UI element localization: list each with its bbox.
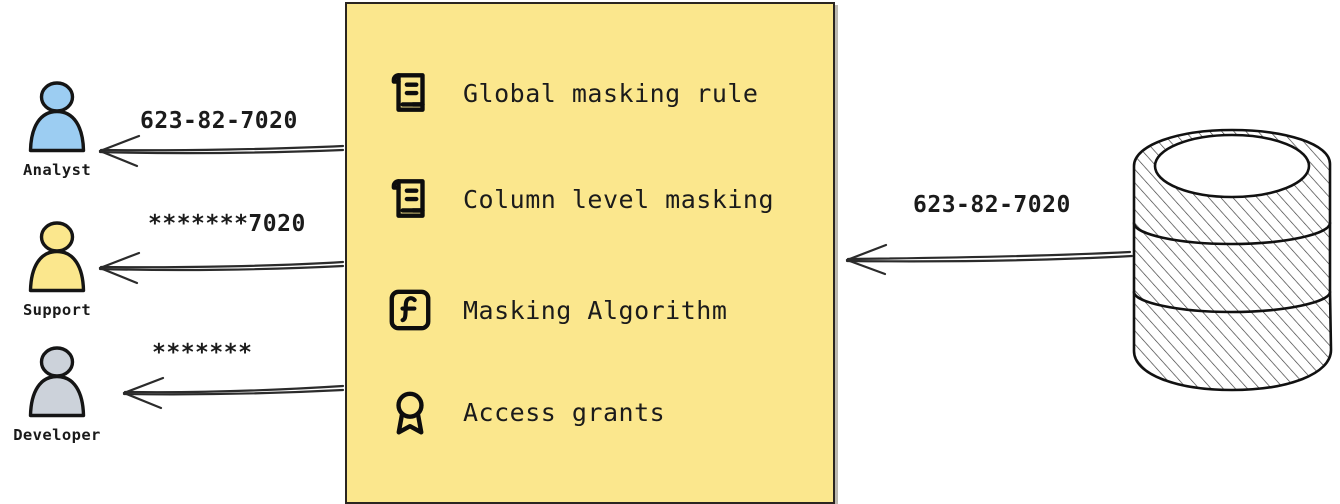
person-icon (19, 343, 95, 425)
arrow-label-developer: ******* (152, 340, 253, 366)
policy-row-masking-algorithm[interactable]: Masking Algorithm (383, 283, 727, 337)
arrow-label-database: 623-82-7020 (913, 192, 1071, 218)
person-icon (19, 78, 95, 160)
policy-row-global-masking-rule[interactable]: Global masking rule (383, 66, 758, 120)
policy-row-label: Column level masking (463, 184, 775, 214)
arrow-db-to-panel (845, 243, 1134, 276)
policy-row-label: Masking Algorithm (463, 295, 728, 325)
arrow-panel-to-developer (122, 376, 345, 410)
award-icon (383, 385, 437, 439)
actor-analyst[interactable]: Analyst (2, 78, 112, 179)
actor-label: Support (22, 301, 92, 319)
arrow-label-analyst: 623-82-7020 (140, 108, 298, 134)
function-icon (383, 283, 437, 337)
database-cylinder-icon (1128, 122, 1338, 402)
actor-developer[interactable]: Developer (2, 343, 112, 444)
scroll-icon (383, 172, 437, 226)
policy-panel: Global masking rule Column level masking (345, 2, 835, 504)
policy-row-label: Access grants (463, 397, 666, 427)
policy-row-column-level-masking[interactable]: Column level masking (383, 172, 774, 226)
policy-row-label: Global masking rule (463, 78, 759, 108)
actor-label: Developer (13, 426, 101, 444)
person-icon (19, 218, 95, 300)
actor-support[interactable]: Support (2, 218, 112, 319)
arrow-panel-to-support (98, 251, 345, 285)
actor-label: Analyst (22, 161, 92, 179)
policy-row-access-grants[interactable]: Access grants (383, 385, 665, 439)
arrow-label-support: *******7020 (148, 211, 306, 237)
scroll-icon (383, 66, 437, 120)
arrow-panel-to-analyst (98, 134, 345, 168)
